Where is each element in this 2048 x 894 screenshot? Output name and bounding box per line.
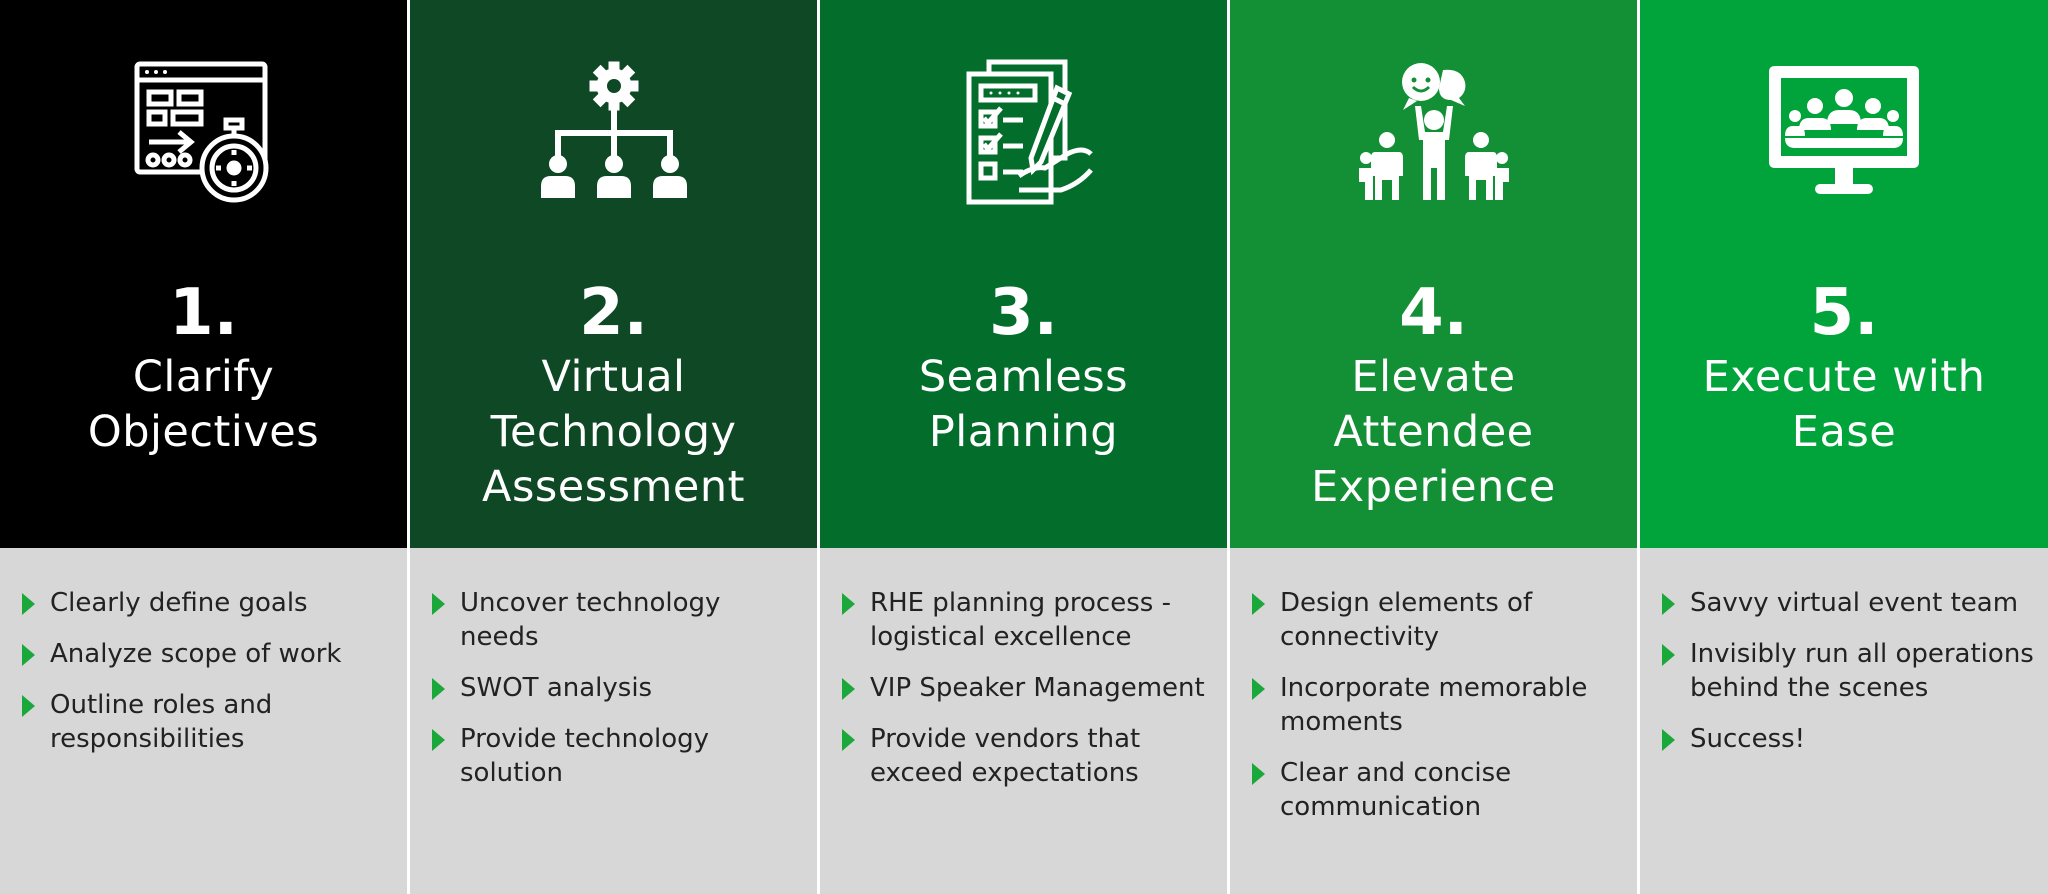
triangle-bullet-icon	[22, 644, 35, 666]
triangle-bullet-icon	[432, 678, 445, 700]
list-item: Clear and concise communication	[1252, 756, 1627, 824]
step-header-2: 2. Virtual Technology Assessment	[410, 0, 817, 548]
triangle-bullet-icon	[1662, 593, 1675, 615]
triangle-bullet-icon	[432, 729, 445, 751]
step-number: 2.	[579, 276, 648, 350]
step-details-2: Uncover technology needs SWOT analysis P…	[410, 548, 817, 894]
step-title: Virtual Technology Assessment	[482, 352, 745, 512]
list-item: RHE planning process - logistical excell…	[842, 586, 1217, 654]
bullet-list: Uncover technology needs SWOT analysis P…	[432, 586, 807, 790]
happy-people-icon	[1358, 63, 1509, 200]
step-header-3: 3. Seamless Planning	[820, 0, 1227, 548]
step-title: Clarify Objectives	[87, 352, 320, 457]
triangle-bullet-icon	[22, 593, 35, 615]
triangle-bullet-icon	[842, 678, 855, 700]
step-title: Seamless Planning	[918, 352, 1129, 457]
step-column-5: 5. Execute with Ease Savvy virtual event…	[1640, 0, 2048, 894]
triangle-bullet-icon	[22, 695, 35, 717]
checklist-pen-icon	[966, 59, 1093, 205]
step-header-1: 1. Clarify Objectives	[0, 0, 407, 548]
step-header-5: 5. Execute with Ease	[1640, 0, 2048, 548]
step-column-1: 1. Clarify Objectives Clearly define goa…	[0, 0, 407, 894]
list-item: Design elements of connectivity	[1252, 586, 1627, 654]
triangle-bullet-icon	[842, 593, 855, 615]
gear-org-chart-icon	[540, 61, 687, 198]
step-number: 5.	[1809, 276, 1879, 350]
triangle-bullet-icon	[1252, 763, 1265, 785]
step-number: 1.	[169, 276, 238, 350]
list-item: Provide vendors that exceed expectations	[842, 722, 1217, 790]
list-item: Invisibly run all operations behind the …	[1662, 637, 2038, 705]
list-item: VIP Speaker Management	[842, 671, 1217, 705]
step-column-4: 4. Elevate Attendee Experience Design el…	[1230, 0, 1637, 894]
bullet-list: Clearly define goals Analyze scope of wo…	[22, 586, 397, 756]
step-details-3: RHE planning process - logistical excell…	[820, 548, 1227, 894]
list-item: Clearly define goals	[22, 586, 397, 620]
triangle-bullet-icon	[1662, 729, 1675, 751]
list-item: Incorporate memorable moments	[1252, 671, 1627, 739]
step-details-5: Savvy virtual event team Invisibly run a…	[1640, 548, 2048, 894]
bullet-list: Design elements of connectivity Incorpor…	[1252, 586, 1627, 824]
step-column-2: 2. Virtual Technology Assessment Uncover…	[410, 0, 817, 894]
triangle-bullet-icon	[1252, 678, 1265, 700]
list-item: SWOT analysis	[432, 671, 807, 705]
bullet-list: RHE planning process - logistical excell…	[842, 586, 1217, 790]
bullet-list: Savvy virtual event team Invisibly run a…	[1662, 586, 2038, 756]
triangle-bullet-icon	[432, 593, 445, 615]
step-title: Execute with Ease	[1702, 352, 1986, 457]
list-item: Analyze scope of work	[22, 637, 397, 671]
browser-stopwatch-icon	[134, 61, 268, 203]
step-column-3: 3. Seamless Planning RHE planning proces…	[820, 0, 1227, 894]
step-details-4: Design elements of connectivity Incorpor…	[1230, 548, 1637, 894]
step-details-1: Clearly define goals Analyze scope of wo…	[0, 548, 407, 894]
triangle-bullet-icon	[1252, 593, 1265, 615]
list-item: Success!	[1662, 722, 2038, 756]
list-item: Provide technology solution	[432, 722, 807, 790]
virtual-meeting-monitor-icon	[1769, 66, 1919, 194]
step-number: 3.	[989, 276, 1058, 350]
list-item: Savvy virtual event team	[1662, 586, 2038, 620]
list-item: Uncover technology needs	[432, 586, 807, 654]
step-header-4: 4. Elevate Attendee Experience	[1230, 0, 1637, 548]
list-item: Outline roles and responsibilities	[22, 688, 397, 756]
step-title: Elevate Attendee Experience	[1311, 352, 1556, 512]
step-number: 4.	[1399, 276, 1468, 350]
triangle-bullet-icon	[1662, 644, 1675, 666]
triangle-bullet-icon	[842, 729, 855, 751]
